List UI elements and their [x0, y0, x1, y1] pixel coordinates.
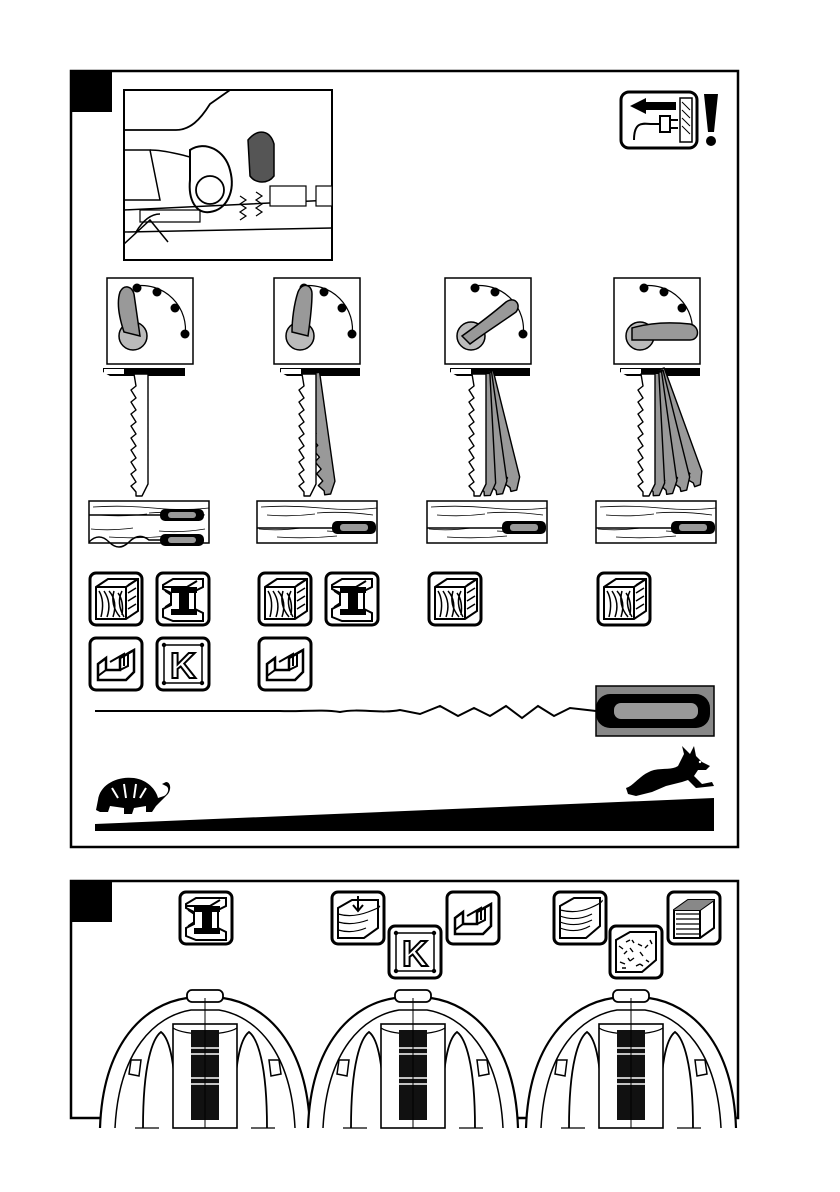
figure-bottom-callout-box: [71, 881, 112, 922]
k-label: K: [170, 645, 196, 686]
k-label-bottom: K: [402, 933, 428, 974]
lever-detail-photo: [124, 90, 332, 260]
figure-top-callout-box: [71, 71, 112, 112]
